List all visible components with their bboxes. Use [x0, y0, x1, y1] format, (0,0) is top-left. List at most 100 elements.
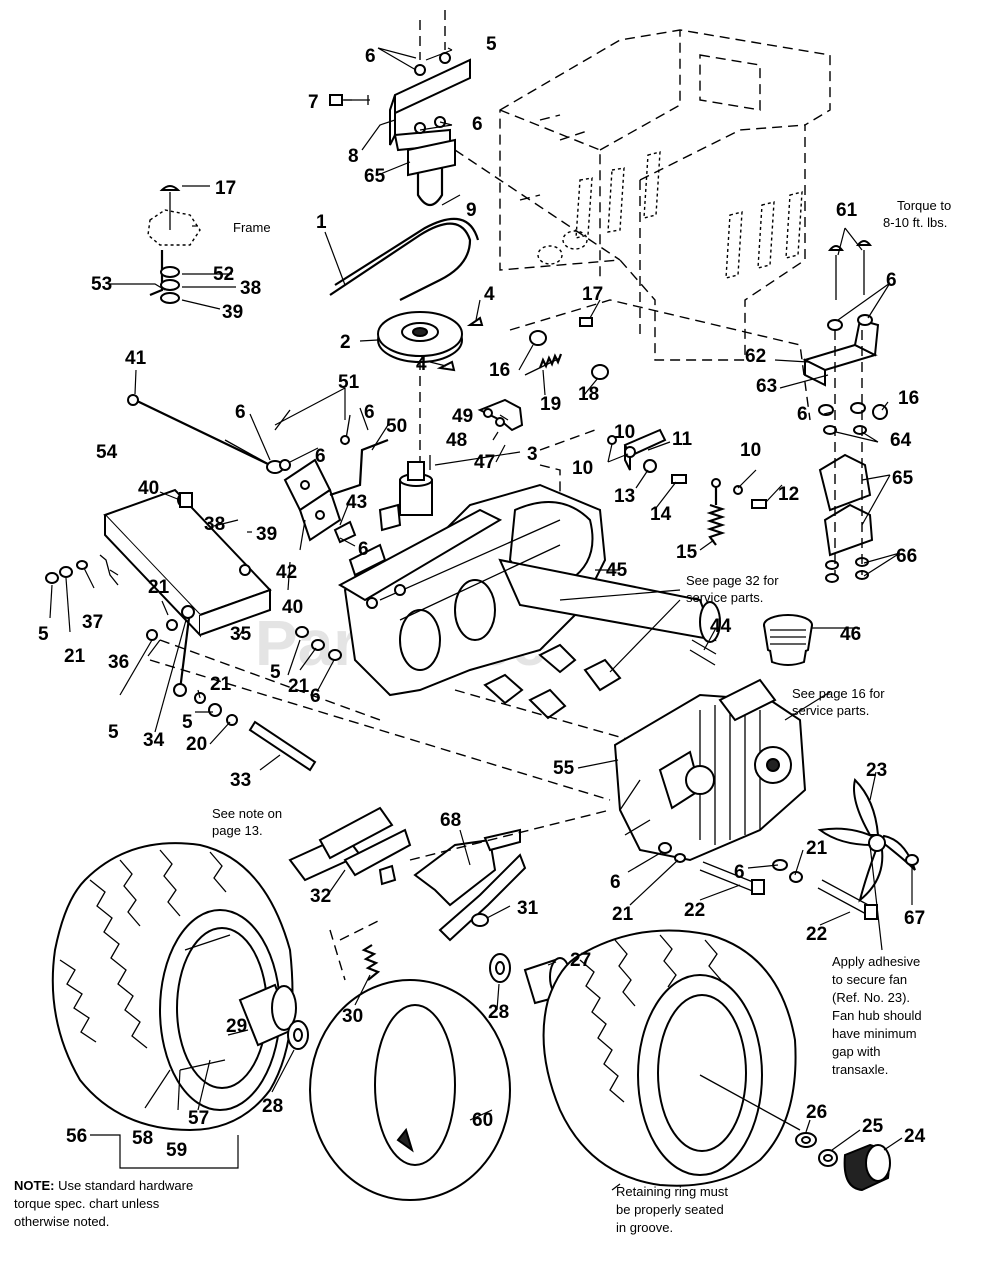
callout-35: 35 [230, 624, 252, 645]
callout-37: 37 [82, 612, 103, 633]
note-adhesive-line6: gap with [832, 1044, 880, 1059]
note-bottom-line1-text: Use standard hardware [54, 1178, 193, 1193]
callout-39-top: 39 [222, 302, 243, 323]
callout-5-link: 5 [108, 722, 119, 743]
oil-filter-drawing [763, 614, 813, 666]
callout-28-left: 28 [262, 1096, 283, 1117]
callout-26: 26 [806, 1102, 827, 1123]
callout-27: 27 [570, 950, 591, 971]
callout-17-right: 17 [582, 284, 603, 305]
frame-mount-drawing [147, 185, 201, 304]
callout-9: 9 [466, 200, 477, 221]
callout-23: 23 [866, 760, 887, 781]
callout-11: 11 [672, 429, 693, 450]
callout-6-right-mid: 6 [797, 404, 808, 425]
callout-12: 12 [778, 484, 799, 505]
note-page16-line1: See page 16 for [792, 686, 885, 701]
callout-2: 2 [340, 332, 351, 353]
callout-4-upper: 4 [484, 284, 495, 305]
callout-6-mid: 6 [315, 446, 326, 467]
callout-3: 3 [527, 444, 538, 465]
callout-31: 31 [517, 898, 539, 919]
note-adhesive-line3: (Ref. No. 23). [832, 990, 910, 1005]
callout-numbers: 5 6 7 6 8 65 9 17 Frame 1 53 52 38 39 2 … [38, 34, 951, 1161]
callout-63: 63 [756, 376, 777, 397]
note-adhesive-line1: Apply adhesive [832, 954, 920, 969]
note-page16-line2: service parts. [792, 703, 869, 718]
pulley-drawing [377, 311, 484, 470]
callout-68: 68 [440, 810, 461, 831]
callout-5-top: 5 [486, 34, 497, 55]
callout-53: 53 [91, 274, 112, 295]
link-rod-drawing [146, 605, 611, 801]
note-page32-line1: See page 32 for [686, 573, 779, 588]
mount-bolts-drawing [699, 861, 878, 920]
callout-65-top: 65 [364, 166, 386, 187]
callout-16-right: 16 [898, 388, 919, 409]
callout-21-link: 21 [210, 674, 232, 695]
callout-6-lever: 6 [364, 402, 375, 423]
callout-14: 14 [650, 504, 672, 525]
callout-62: 62 [745, 346, 766, 367]
callout-8: 8 [348, 146, 359, 167]
callout-25: 25 [862, 1116, 884, 1137]
drive-belt-drawing [329, 217, 480, 301]
note-torque-line2: 8-10 ft. lbs. [883, 215, 947, 230]
callout-55: 55 [553, 758, 575, 779]
callout-21-center: 21 [288, 676, 310, 697]
note-bottom-line3: otherwise noted. [14, 1214, 109, 1229]
callout-6-rod: 6 [235, 402, 246, 423]
callout-40-upper: 40 [138, 478, 159, 499]
callout-16-left: 16 [489, 360, 510, 381]
note-page13-line2: page 13. [212, 823, 263, 838]
callout-47: 47 [474, 452, 495, 473]
inner-tube-drawing [309, 979, 511, 1201]
note-page13-line1: See note on [212, 806, 282, 821]
callout-15: 15 [676, 542, 698, 563]
callout-66: 66 [896, 546, 917, 567]
callout-1: 1 [316, 212, 327, 233]
callout-24: 24 [904, 1126, 926, 1147]
callout-10-right: 10 [740, 440, 761, 461]
cooling-fan-drawing [817, 778, 919, 903]
frame-note: Frame [233, 220, 271, 235]
callout-40-lower: 40 [282, 597, 303, 618]
callout-57: 57 [188, 1108, 209, 1129]
left-tire-drawing [51, 842, 294, 1132]
callout-13: 13 [614, 486, 635, 507]
callout-60: 60 [472, 1110, 493, 1131]
callout-19: 19 [540, 394, 561, 415]
callout-43: 43 [346, 492, 367, 513]
callout-64: 64 [890, 430, 912, 451]
callout-67: 67 [904, 908, 925, 929]
callout-29: 29 [226, 1016, 247, 1037]
callout-39-mid: 39 [256, 524, 277, 545]
callout-30: 30 [342, 1006, 363, 1027]
left-spacer-drawing [238, 983, 309, 1050]
callout-52: 52 [213, 264, 234, 285]
control-rod-drawing [127, 394, 284, 474]
callout-6-right-top: 6 [886, 270, 897, 291]
callout-51: 51 [338, 372, 360, 393]
note-torque-line1: Torque to [897, 198, 951, 213]
pedal-shaft-drawing [288, 806, 611, 981]
callout-38-top: 38 [240, 278, 261, 299]
note-adhesive-line7: transaxle. [832, 1062, 888, 1077]
tension-spring-drawing [477, 299, 811, 432]
callout-21-right: 21 [806, 838, 828, 859]
callout-61: 61 [836, 200, 858, 221]
callout-48: 48 [446, 430, 467, 451]
hydro-pump-drawing [613, 678, 807, 883]
callout-49: 49 [452, 406, 473, 427]
note-bottom-line2: torque spec. chart unless [14, 1196, 160, 1211]
callout-44: 44 [710, 616, 732, 637]
callout-5-lower: 5 [182, 712, 193, 733]
callout-46: 46 [840, 624, 861, 645]
callout-22-right: 22 [806, 924, 827, 945]
callout-6-center: 6 [310, 686, 321, 707]
callout-36: 36 [108, 652, 129, 673]
callout-6-top: 6 [365, 46, 376, 67]
callout-45: 45 [606, 560, 628, 581]
